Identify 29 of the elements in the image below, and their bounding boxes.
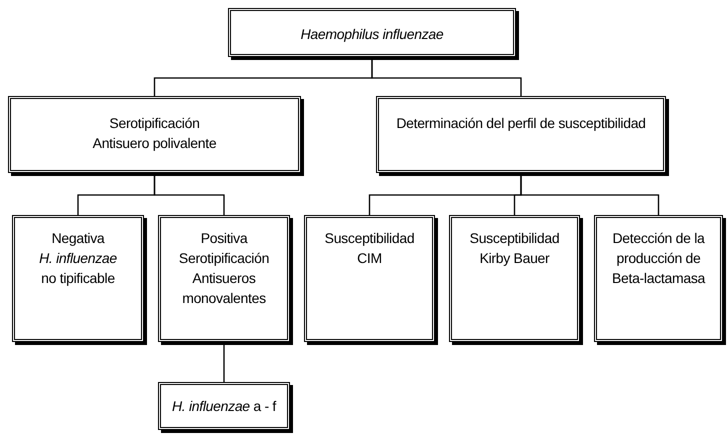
node-label: H. influenzae a - f <box>170 397 278 416</box>
node-label: Susceptibilidad <box>468 229 560 248</box>
node-label: Susceptibilidad <box>324 229 416 248</box>
process-box <box>304 215 435 342</box>
node-label: Serotipificación <box>178 249 270 268</box>
connector-line <box>154 176 225 215</box>
process-box <box>594 215 723 342</box>
node-label: CIM <box>356 249 383 268</box>
node-label: Haemophilus influenzae <box>300 25 444 44</box>
process-box <box>228 8 516 57</box>
connector-line <box>371 60 522 96</box>
process-box <box>12 215 144 342</box>
process-box <box>8 96 301 173</box>
node-label: Detección de la producción de Beta-lactamasa <box>610 229 706 288</box>
node-label: Kirby Bauer <box>478 249 550 268</box>
node-label: no tipificable <box>40 269 116 288</box>
connector-line <box>223 345 225 382</box>
connector-line <box>520 176 660 215</box>
node-label: Serotipificación <box>108 114 201 133</box>
process-box <box>158 215 290 342</box>
process-box <box>376 96 666 173</box>
node-label: Antisueros monovalentes <box>181 269 267 308</box>
node-label: Antisuero polivalente <box>92 134 218 153</box>
node-label: Determinación del perfil de susceptibilidad <box>395 114 647 133</box>
node-label: Positiva <box>200 229 249 248</box>
process-box <box>158 382 290 430</box>
process-box <box>449 215 580 342</box>
node-label: Negativa <box>50 229 106 248</box>
node-label: H. influenzae <box>38 249 118 268</box>
